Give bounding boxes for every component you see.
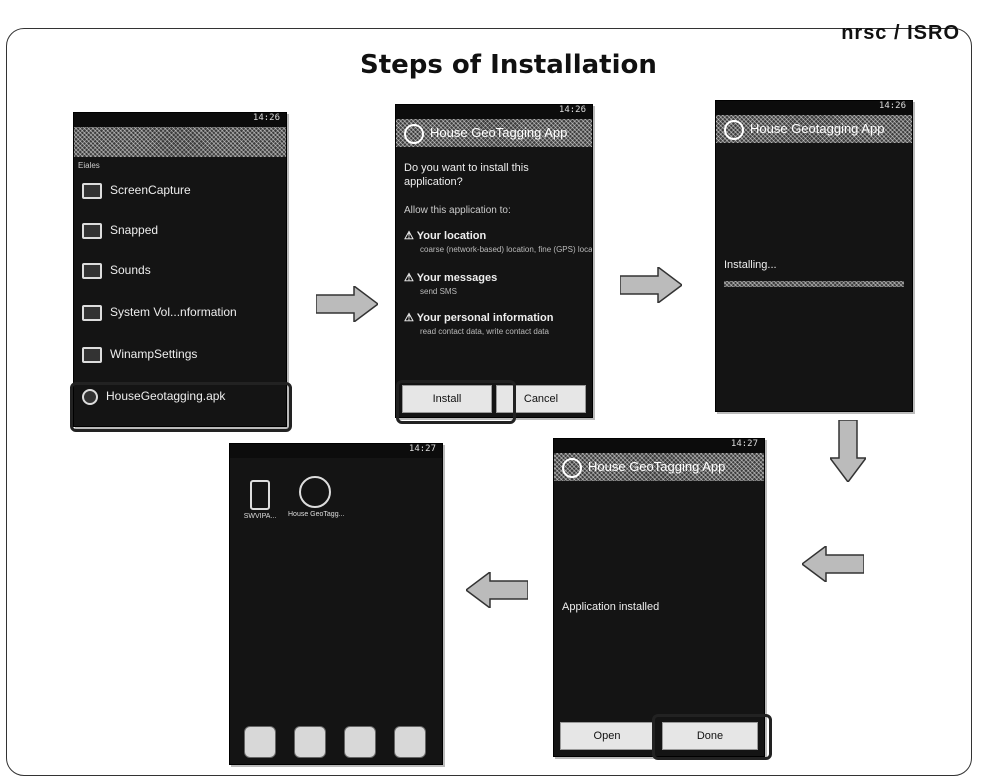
- file-item-system-volume[interactable]: System Vol...nformation: [82, 305, 237, 321]
- app-icon-label: House GeoTagg...: [288, 511, 345, 518]
- permission-personal-info: ⚠ Your personal information: [404, 311, 553, 324]
- permission-title: Your messages: [416, 272, 498, 284]
- app-icon: [724, 119, 744, 140]
- done-highlight-box: [652, 714, 772, 760]
- folder-icon: [82, 347, 102, 363]
- phone-dock-icon[interactable]: [244, 726, 276, 758]
- page-title: Steps of Installation: [360, 50, 657, 80]
- apk-highlight-box: [70, 382, 292, 432]
- app-icon: [562, 457, 582, 478]
- file-label: ScreenCapture: [110, 183, 191, 198]
- status-bar: 14:27: [230, 444, 442, 458]
- permission-detail: send SMS: [420, 287, 457, 296]
- folder-icon: [82, 223, 102, 239]
- folder-icon: [82, 183, 102, 199]
- app-title: House GeoTagging App: [430, 125, 568, 140]
- contacts-dock-icon[interactable]: [294, 726, 326, 758]
- apps-dock-icon[interactable]: [394, 726, 426, 758]
- folder-icon: [82, 263, 102, 279]
- cancel-button[interactable]: Cancel: [496, 385, 586, 413]
- app-title: House GeoTagging App: [588, 459, 726, 474]
- app-icon: [404, 123, 424, 144]
- app-header: House GeoTagging App: [554, 453, 764, 481]
- geotagging-app-icon: [299, 476, 331, 508]
- file-item-sounds[interactable]: Sounds: [82, 263, 151, 279]
- progress-bar: [724, 281, 904, 287]
- status-bar: 14:27: [554, 439, 764, 453]
- folder-icon: [82, 305, 102, 321]
- allow-text: Allow this application to:: [404, 205, 511, 216]
- arrow-right-icon: [620, 267, 682, 303]
- installed-text: Application installed: [562, 601, 660, 613]
- permission-location: ⚠ Your location: [404, 229, 486, 242]
- phone-app-icon: [250, 480, 270, 510]
- installing-text: Installing...: [724, 259, 777, 271]
- section-label: Eiales: [78, 161, 100, 170]
- file-item-winampsettings[interactable]: WinampSettings: [82, 347, 197, 363]
- header-band: [74, 127, 286, 157]
- status-bar: 14:26: [74, 113, 286, 127]
- arrow-left-icon: [802, 546, 864, 582]
- app-icon-label: SWVIPA...: [243, 513, 277, 520]
- install-highlight-box: [396, 380, 516, 424]
- screen-installing: 14:26 House Geotagging App Installing...: [715, 100, 913, 412]
- permission-detail: coarse (network-based) location, fine (G…: [420, 245, 593, 254]
- org-logo-text: nrsc / ISRO: [841, 22, 960, 44]
- file-label: Snapped: [110, 223, 159, 238]
- app-header: House Geotagging App: [716, 115, 912, 143]
- screen-installed: 14:27 House GeoTagging App Application i…: [553, 438, 765, 757]
- arrow-right-icon: [316, 286, 378, 322]
- home-app-icon-geotagging[interactable]: House GeoTagg...: [288, 476, 345, 518]
- apk-file-icon: [82, 389, 98, 405]
- install-prompt: Do you want to install this application?: [404, 162, 529, 188]
- file-label: Sounds: [110, 263, 151, 278]
- permission-messages: ⚠ Your messages: [404, 271, 497, 284]
- browser-dock-icon[interactable]: [344, 726, 376, 758]
- done-button[interactable]: Done: [662, 722, 758, 750]
- app-header: House GeoTagging App: [396, 119, 592, 147]
- screen-file-manager: 14:26 Eiales ScreenCapture Snapped Sound…: [73, 112, 287, 427]
- screen-install-permissions: 14:26 House GeoTagging App Do you want t…: [395, 104, 593, 418]
- status-bar: 14:26: [716, 101, 912, 115]
- warning-icon: ⚠: [404, 272, 417, 284]
- permission-title: Your location: [416, 230, 487, 242]
- warning-icon: ⚠: [404, 230, 417, 242]
- permission-title: Your personal information: [416, 312, 554, 324]
- file-item-screencapture[interactable]: ScreenCapture: [82, 183, 191, 199]
- file-item-apk[interactable]: HouseGeotagging.apk: [82, 389, 225, 405]
- status-bar: 14:26: [396, 105, 592, 119]
- file-label: System Vol...nformation: [110, 305, 237, 320]
- app-title: House Geotagging App: [750, 121, 885, 136]
- arrow-left-icon: [466, 572, 528, 608]
- file-label: HouseGeotagging.apk: [106, 389, 226, 404]
- warning-icon: ⚠: [404, 312, 417, 324]
- install-button[interactable]: Install: [402, 385, 492, 413]
- permission-detail: read contact data, write contact data: [420, 327, 549, 336]
- arrow-down-icon: [830, 420, 866, 482]
- home-app-icon[interactable]: SWVIPA...: [238, 480, 282, 520]
- screen-home: 14:27 SWVIPA... House GeoTagg...: [229, 443, 443, 765]
- file-label: WinampSettings: [110, 347, 198, 362]
- file-item-snapped[interactable]: Snapped: [82, 223, 158, 239]
- open-button[interactable]: Open: [560, 722, 654, 750]
